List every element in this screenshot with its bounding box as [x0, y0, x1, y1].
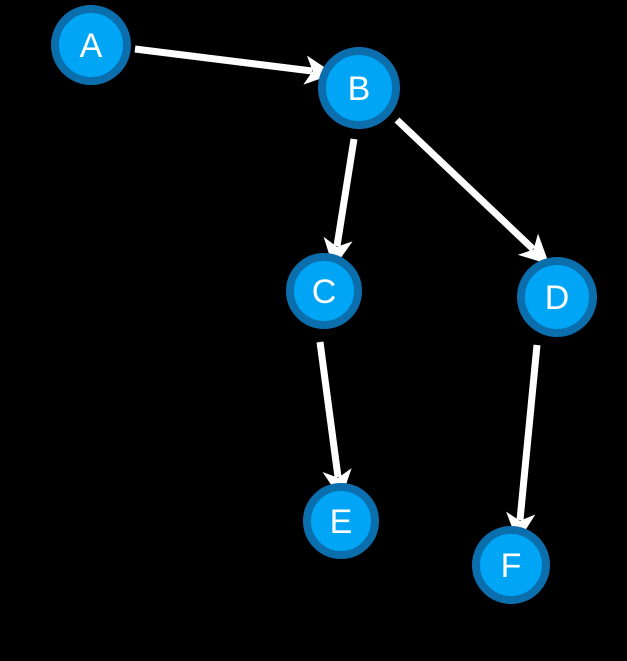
- node-a-ring: [51, 5, 131, 85]
- graph-node-c[interactable]: C: [286, 253, 362, 329]
- node-b-label: B: [348, 70, 371, 108]
- node-d-fill: [521, 261, 593, 333]
- node-b-ring: [318, 47, 400, 129]
- node-layer: A B C D E F: [51, 5, 597, 604]
- graph-node-a[interactable]: A: [51, 5, 131, 85]
- node-f-fill: [476, 530, 546, 600]
- graph-node-e[interactable]: E: [303, 483, 379, 559]
- node-e-ring: [303, 483, 379, 559]
- node-f-label: F: [501, 547, 522, 585]
- edge-c-to-e: [316, 341, 352, 500]
- edge-d-to-f: [506, 344, 541, 543]
- node-f-ring: [472, 526, 550, 604]
- node-b-fill: [322, 51, 396, 125]
- edge-a-to-b: [134, 45, 335, 85]
- node-c-ring: [286, 253, 362, 329]
- node-e-fill: [307, 487, 375, 555]
- node-d-label: D: [545, 279, 570, 317]
- node-d-ring: [517, 257, 597, 337]
- graph-node-f[interactable]: F: [472, 526, 550, 604]
- node-c-fill: [290, 257, 358, 325]
- node-c-label: C: [312, 273, 337, 311]
- edge-layer: [134, 45, 550, 543]
- edge-b-to-d: [394, 117, 550, 265]
- node-e-label: E: [330, 503, 353, 541]
- node-a-label: A: [80, 27, 103, 65]
- graph-node-d[interactable]: D: [517, 257, 597, 337]
- graph-node-b[interactable]: B: [318, 47, 400, 129]
- node-a-fill: [55, 9, 127, 81]
- edge-b-to-c: [323, 138, 358, 269]
